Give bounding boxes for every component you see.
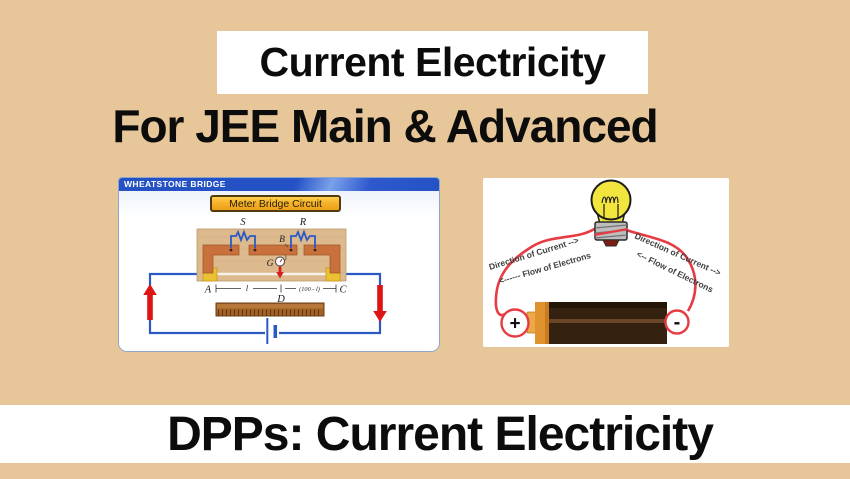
course-title: Current Electricity bbox=[259, 39, 606, 85]
window-titlebar: WHEATSTONE BRIDGE bbox=[119, 178, 439, 191]
measure-line bbox=[215, 284, 337, 293]
minus-terminal-circle bbox=[664, 309, 690, 335]
length-100-minus-l-label: (100 - l) bbox=[299, 286, 320, 293]
plus-terminal-circle bbox=[500, 308, 530, 338]
bulb-filament bbox=[601, 196, 619, 218]
battery-long-plate bbox=[266, 318, 269, 344]
wire-left bbox=[494, 226, 597, 317]
dpp-title: DPPs: Current Electricity bbox=[167, 407, 714, 461]
current-arrow-right bbox=[373, 285, 387, 322]
copper-strip-right bbox=[303, 244, 341, 274]
terminal-dot bbox=[253, 248, 257, 252]
copper-strip-left bbox=[202, 244, 240, 274]
node-b-label: B bbox=[279, 235, 285, 245]
battery-short-plate bbox=[273, 325, 278, 338]
meter-bridge-canvas: S R B G l bbox=[143, 217, 387, 344]
copper-strip-middle bbox=[248, 244, 298, 256]
jockey-arrow bbox=[276, 266, 284, 279]
jockey-head bbox=[276, 272, 284, 279]
meter-bridge-button[interactable]: Meter Bridge Circuit bbox=[210, 195, 341, 212]
current-arrow-left bbox=[143, 284, 157, 320]
filament-supports bbox=[603, 204, 619, 218]
galvanometer-needle bbox=[279, 258, 283, 263]
minus-label: - bbox=[674, 312, 681, 334]
arrow-head bbox=[143, 284, 157, 295]
battery-cap-shade bbox=[545, 302, 549, 344]
measure-ticks bbox=[215, 284, 337, 293]
arrow-shaft bbox=[377, 285, 383, 311]
midpoint-d-label: D bbox=[276, 294, 285, 305]
bulb bbox=[590, 179, 632, 247]
battery-symbol bbox=[266, 318, 278, 344]
arrow-shaft bbox=[147, 294, 153, 320]
jockey-shaft bbox=[278, 266, 282, 273]
minus-terminal: - bbox=[664, 309, 690, 335]
wheatstone-window: WHEATSTONE BRIDGE bbox=[118, 177, 440, 352]
terminal-dot bbox=[313, 248, 317, 252]
battery-body-highlight bbox=[549, 319, 667, 323]
bulb-tip bbox=[602, 239, 620, 247]
scale-ruler bbox=[215, 302, 325, 317]
ruler-face bbox=[217, 304, 323, 309]
resistor-s-label: S bbox=[240, 217, 246, 228]
dpp-banner: DPPs: Current Electricity bbox=[0, 405, 850, 463]
meter-bridge-button-label: Meter Bridge Circuit bbox=[229, 197, 322, 210]
endpoint-a-label: A bbox=[204, 285, 212, 296]
terminal-dot bbox=[289, 248, 293, 252]
simulator-body: S R B G l bbox=[119, 191, 439, 351]
course-subtitle: For JEE Main & Advanced bbox=[112, 100, 658, 152]
wire-right bbox=[625, 228, 697, 312]
galvanometer-label: G bbox=[267, 259, 274, 269]
battery bbox=[526, 302, 667, 344]
resistor-r-label: R bbox=[299, 217, 307, 228]
wire-wrap bbox=[593, 227, 629, 237]
endpoint-c-label: C bbox=[339, 285, 347, 296]
plus-terminal: + bbox=[500, 308, 530, 338]
terminal-dot bbox=[229, 248, 233, 252]
arrow-head bbox=[373, 311, 387, 322]
resistor-s bbox=[230, 229, 256, 248]
circuit-photo-canvas: + - Direction of Current --> bbox=[488, 179, 722, 344]
plus-label: + bbox=[509, 314, 520, 335]
node-b-tick bbox=[284, 243, 289, 248]
circuit-photo-panel: + - Direction of Current --> bbox=[483, 178, 729, 347]
resistor-r bbox=[290, 229, 316, 248]
length-l-label: l bbox=[246, 284, 249, 293]
title-banner: Current Electricity bbox=[217, 31, 648, 94]
battery-body-top-shade bbox=[549, 302, 667, 308]
filament-coil bbox=[601, 196, 619, 204]
galvanometer bbox=[275, 256, 285, 267]
window-title: WHEATSTONE BRIDGE bbox=[124, 179, 226, 189]
